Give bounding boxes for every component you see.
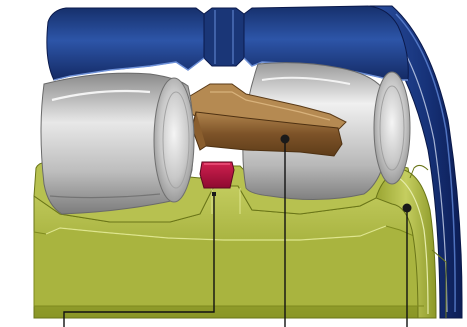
guide-ring: [200, 162, 234, 188]
outer-ring-center-groove: [204, 8, 244, 66]
roller-right-end-face: [374, 72, 410, 184]
roller-left-end-face: [154, 78, 194, 202]
callout-guide-ring-marker: [212, 192, 216, 196]
callout-inner-ring-marker: [403, 204, 412, 213]
callout-cage-marker: [281, 135, 290, 144]
guide-ring-shape: [200, 162, 234, 188]
spherical-roller-left: [41, 73, 194, 214]
outer-ring-left-body: [47, 8, 204, 80]
